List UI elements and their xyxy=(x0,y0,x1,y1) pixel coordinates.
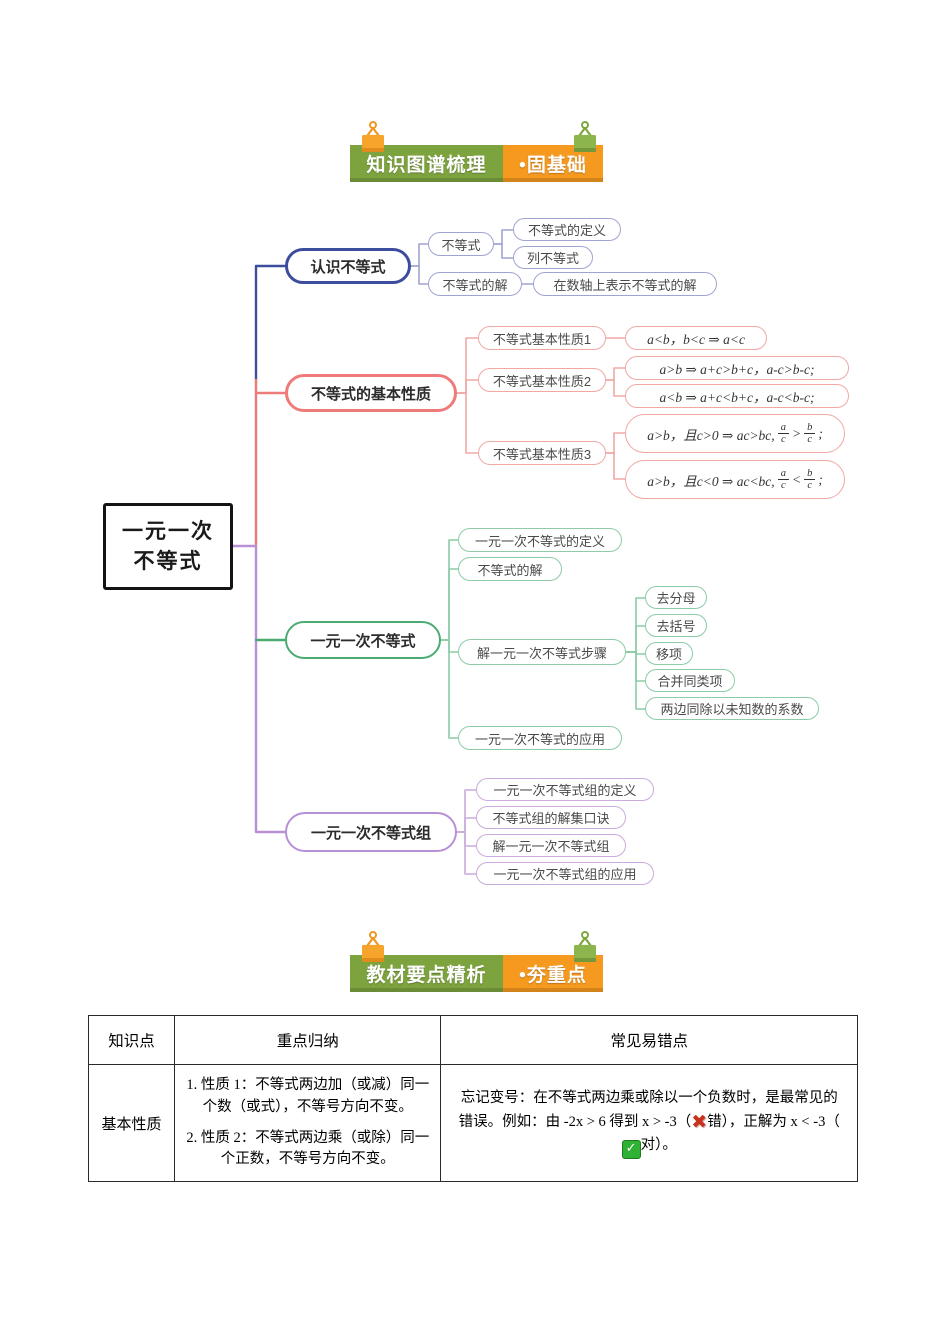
banner-textbook-points: 教材要点精析 •夯重点 xyxy=(350,931,603,992)
node-property-2: 不等式基本性质2 xyxy=(478,368,606,392)
check-icon: ✓ xyxy=(621,1140,641,1160)
node-linear-inequality-application: 一元一次不等式的应用 xyxy=(458,726,622,750)
node-solving-inequality-system: 解一元一次不等式组 xyxy=(476,834,626,857)
node-formula-transitive: a<b，b<c ⇒ a<c xyxy=(625,326,767,350)
key-point-2: 2. 性质 2：不等式两边乘（或除）同一个正数，不等号方向不变。 xyxy=(186,1129,430,1168)
banner-section-green: 教材要点精析 xyxy=(350,955,503,992)
banner-subtitle: •夯重点 xyxy=(519,965,587,986)
header-cell-key-points: 重点归纳 xyxy=(174,1015,442,1065)
banner-subtitle: •固基础 xyxy=(519,155,587,176)
node-represent-solution-on-number-line: 在数轴上表示不等式的解 xyxy=(533,272,717,296)
node-linear-inequality: 一元一次不等式 xyxy=(285,621,441,659)
node-inequality: 不等式 xyxy=(428,232,494,256)
node-step-move-terms: 移项 xyxy=(645,642,693,665)
binder-clip-icon xyxy=(568,120,602,156)
banner-title: 教材要点精析 xyxy=(366,965,487,986)
root-label-line1: 一元一次 xyxy=(122,520,214,544)
node-solution-set-mnemonic: 不等式组的解集口诀 xyxy=(476,806,626,829)
key-points-table: 知识点 重点归纳 常见易错点 基本性质 1. 性质 1：不等式两边加（或减）同一… xyxy=(87,1015,858,1182)
header-cell-common-errors: 常见易错点 xyxy=(440,1015,858,1065)
node-formula-addition-gt: a>b ⇒ a+c>b+c，a-c>b-c; xyxy=(625,356,849,380)
common-error-text: 忘记变号：在不等式两边乘或除以一个负数时，是最常见的错误。例如：由 -2x > … xyxy=(456,1087,842,1160)
node-step-combine-like-terms: 合并同类项 xyxy=(645,669,735,692)
banner-knowledge-map: 知识图谱梳理 •固基础 xyxy=(350,121,603,182)
header-cell-topic: 知识点 xyxy=(87,1015,176,1065)
formula-text: a>b，且c<0 ⇒ ac<bc, xyxy=(647,473,775,489)
node-inequality-solution: 不等式的解 xyxy=(458,557,562,581)
node-inequality-system-application: 一元一次不等式组的应用 xyxy=(476,862,654,885)
comparator: > xyxy=(791,425,802,441)
cell-key-points: 1. 性质 1：不等式两边加（或减）同一个数（或式），不等号方向不变。 2. 性… xyxy=(174,1064,442,1182)
banner-title: 知识图谱梳理 xyxy=(366,155,487,176)
node-property-3: 不等式基本性质3 xyxy=(478,441,606,465)
binder-clip-icon xyxy=(356,930,390,966)
key-point-1: 1. 性质 1：不等式两边加（或减）同一个数（或式），不等号方向不变。 xyxy=(186,1077,430,1115)
cross-icon: ✖ xyxy=(691,1110,708,1133)
node-property-1: 不等式基本性质1 xyxy=(478,326,606,350)
formula-text: ; xyxy=(818,471,823,487)
node-writing-inequalities: 列不等式 xyxy=(513,246,593,269)
node-definition-of-inequality: 不等式的定义 xyxy=(513,218,621,241)
node-understanding-inequalities: 认识不等式 xyxy=(285,248,411,284)
mindmap-root-node: 一元一次 不等式 xyxy=(103,503,233,590)
table-header-row: 知识点 重点归纳 常见易错点 xyxy=(87,1015,858,1065)
formula-text: a>b，且c>0 ⇒ ac>bc, xyxy=(647,427,775,443)
cell-common-errors: 忘记变号：在不等式两边乘或除以一个负数时，是最常见的错误。例如：由 -2x > … xyxy=(440,1064,858,1182)
binder-clip-icon xyxy=(356,120,390,156)
node-inequality-system-definition: 一元一次不等式组的定义 xyxy=(476,778,654,801)
node-step-remove-brackets: 去括号 xyxy=(645,614,707,637)
node-formula-addition-lt: a<b ⇒ a+c<b+c，a-c<b-c; xyxy=(625,384,849,408)
node-step-clear-denominators: 去分母 xyxy=(645,586,707,609)
root-label-line2: 不等式 xyxy=(133,549,203,573)
node-inequality-system: 一元一次不等式组 xyxy=(285,812,457,852)
binder-clip-icon xyxy=(568,930,602,966)
node-solution-of-inequality: 不等式的解 xyxy=(428,272,522,296)
formula-text: ; xyxy=(818,425,823,441)
node-basic-properties: 不等式的基本性质 xyxy=(285,374,457,412)
node-linear-inequality-definition: 一元一次不等式的定义 xyxy=(458,528,622,552)
table-row: 基本性质 1. 性质 1：不等式两边加（或减）同一个数（或式），不等号方向不变。… xyxy=(87,1064,858,1182)
comparator: < xyxy=(791,471,802,487)
node-step-divide-by-coefficient: 两边同除以未知数的系数 xyxy=(645,697,819,720)
node-solving-steps: 解一元一次不等式步骤 xyxy=(458,639,626,665)
cell-topic: 基本性质 xyxy=(87,1064,176,1182)
